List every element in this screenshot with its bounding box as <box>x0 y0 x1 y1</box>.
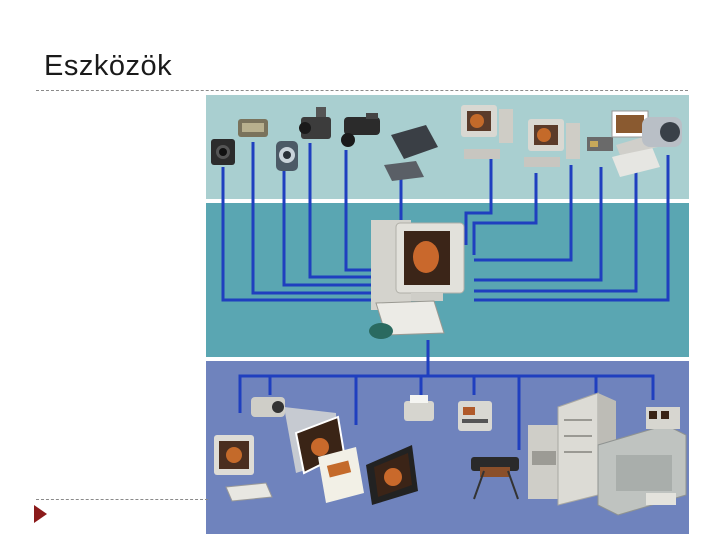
scanner-icon <box>238 119 268 137</box>
minilab-icon <box>597 407 687 516</box>
band-separator <box>206 199 689 203</box>
workstation-icon <box>461 105 513 159</box>
central-computer-icon <box>369 220 465 339</box>
device-network-diagram <box>206 95 689 534</box>
video-camera-icon <box>341 113 380 147</box>
video-capture-icon <box>611 110 682 147</box>
camcorder-icon <box>299 107 331 139</box>
document-icon <box>318 447 364 503</box>
film-scanner-icon <box>587 137 613 151</box>
workstation-icon <box>524 119 580 167</box>
plotter-icon <box>471 457 519 500</box>
card-reader-icon <box>384 125 438 181</box>
band-separator <box>206 357 689 361</box>
title-divider <box>36 90 688 91</box>
output-wires <box>238 340 655 450</box>
footer-divider <box>36 499 208 500</box>
projector-icon <box>251 397 285 417</box>
large-format-printer-icon <box>528 425 560 499</box>
photo-printer-icon <box>458 401 492 431</box>
client-computer-icon <box>214 435 273 502</box>
display-monitor-icon <box>366 445 418 505</box>
webcam-icon <box>276 141 298 171</box>
page-title: Eszközök <box>44 50 173 82</box>
digital-camera-icon <box>211 139 235 165</box>
desktop-printer-icon <box>404 395 434 421</box>
bullet-arrow-icon <box>34 505 47 523</box>
